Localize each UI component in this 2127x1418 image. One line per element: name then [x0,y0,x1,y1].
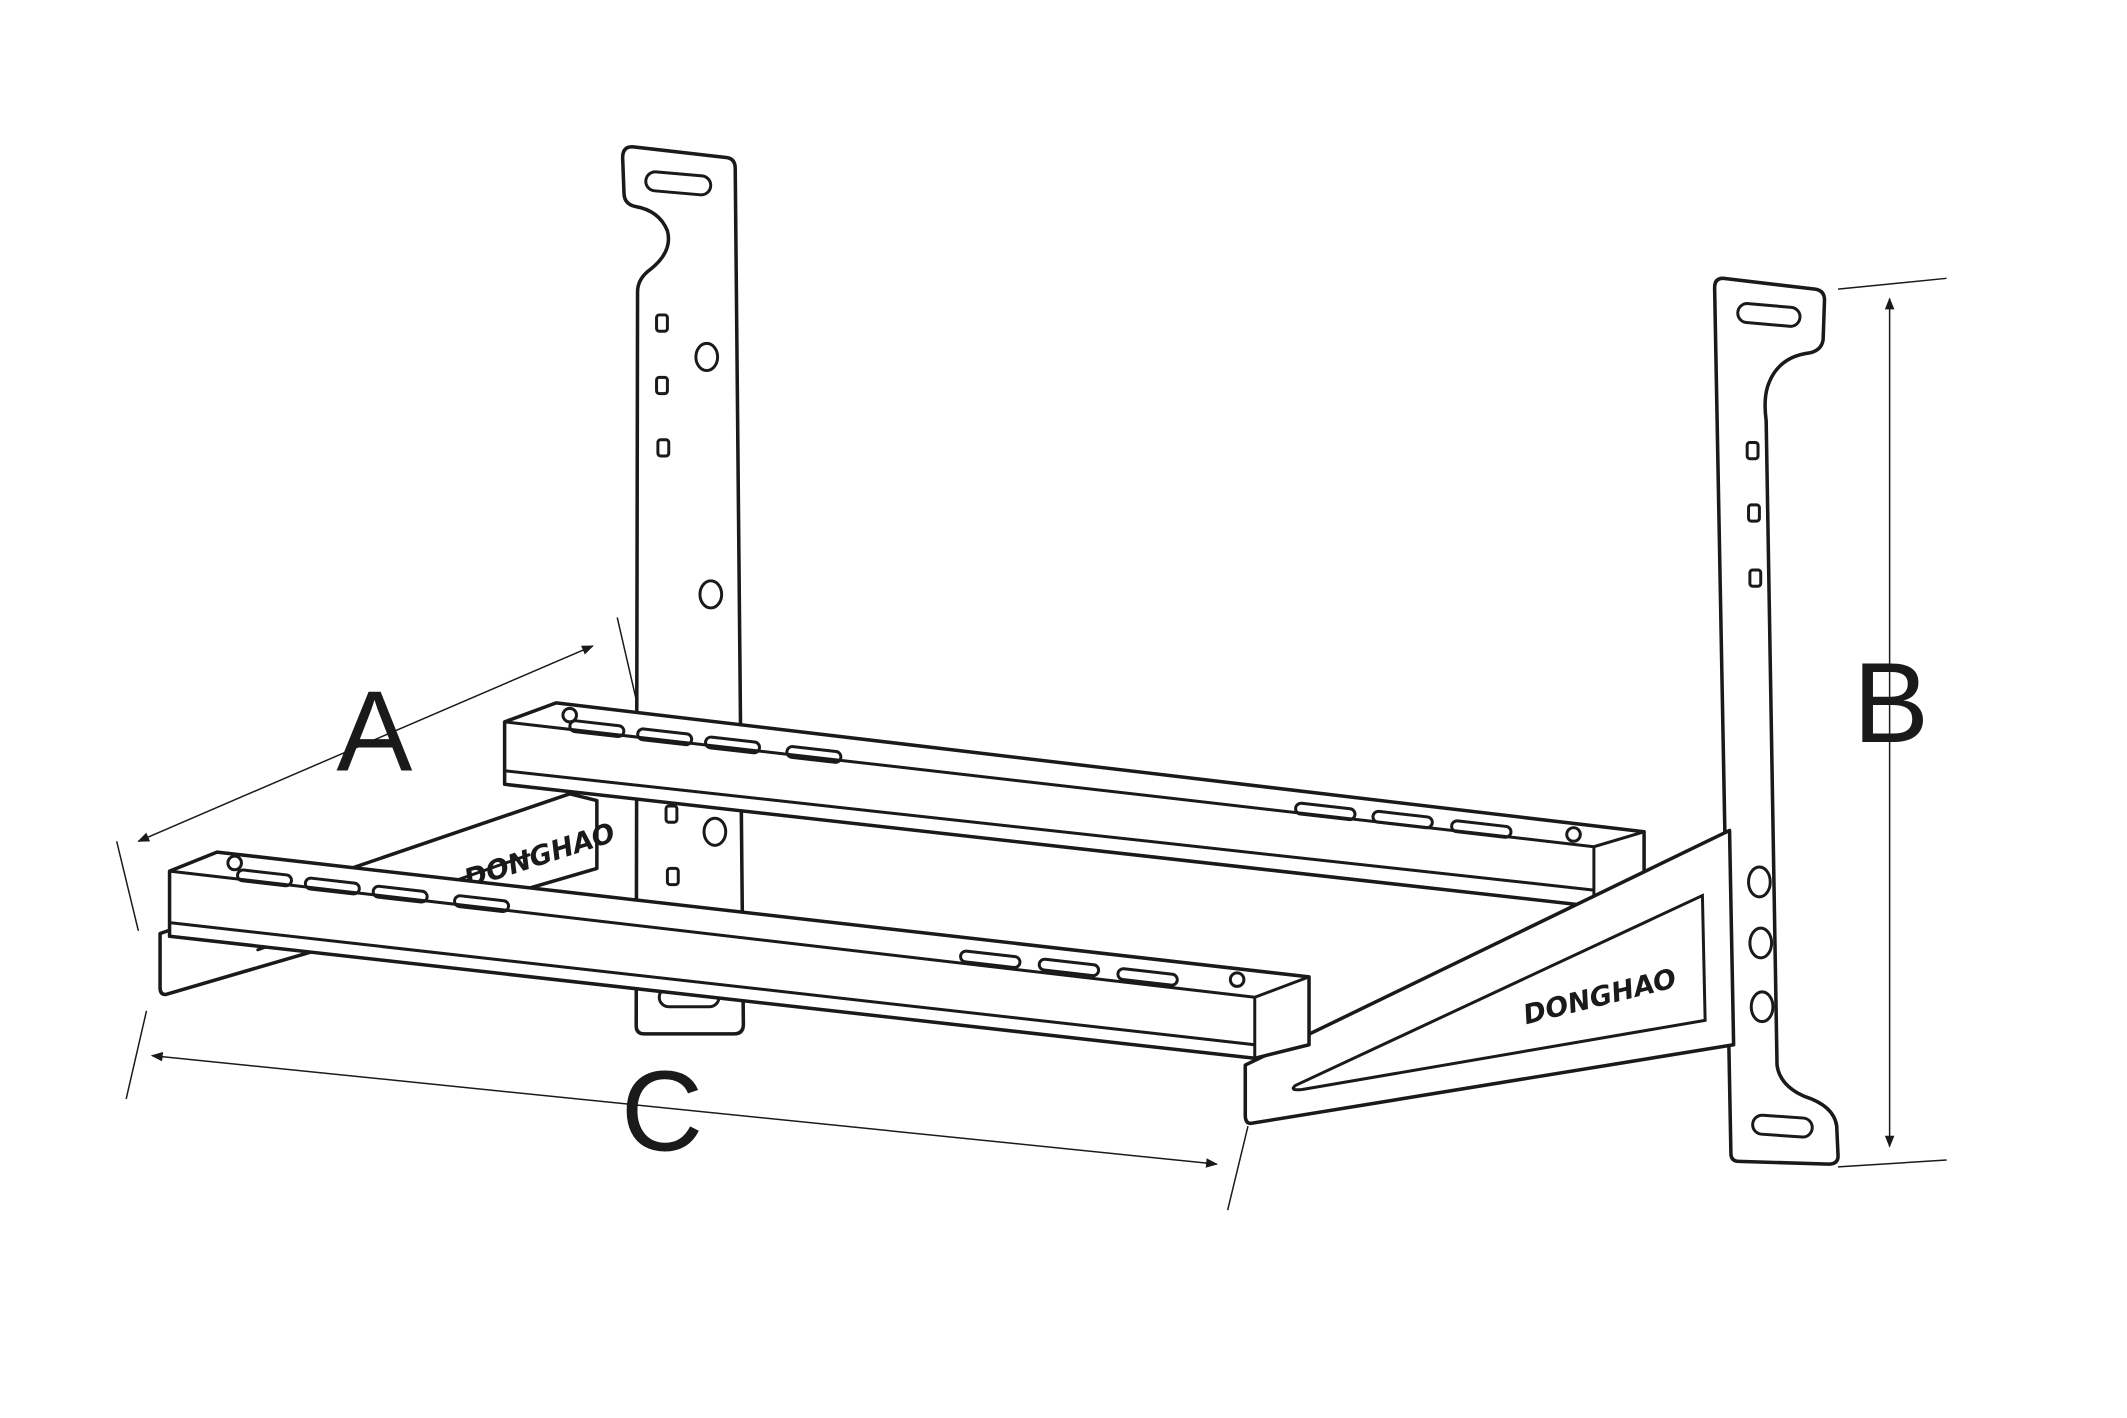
dimension-label-b: B [1853,640,1929,767]
front-rail [167,850,1311,1061]
dimension-b: B [1837,277,1947,1168]
dimension-c: C [125,1010,1249,1211]
right-arm-bracket: DONGHAO [1243,828,1736,1126]
dimension-label-c: C [621,1049,703,1176]
dimension-label-a: A [336,669,412,796]
left-wall-plate [620,144,746,1036]
right-wall-plate [1712,276,1840,1166]
dimension-a: A [115,617,639,931]
